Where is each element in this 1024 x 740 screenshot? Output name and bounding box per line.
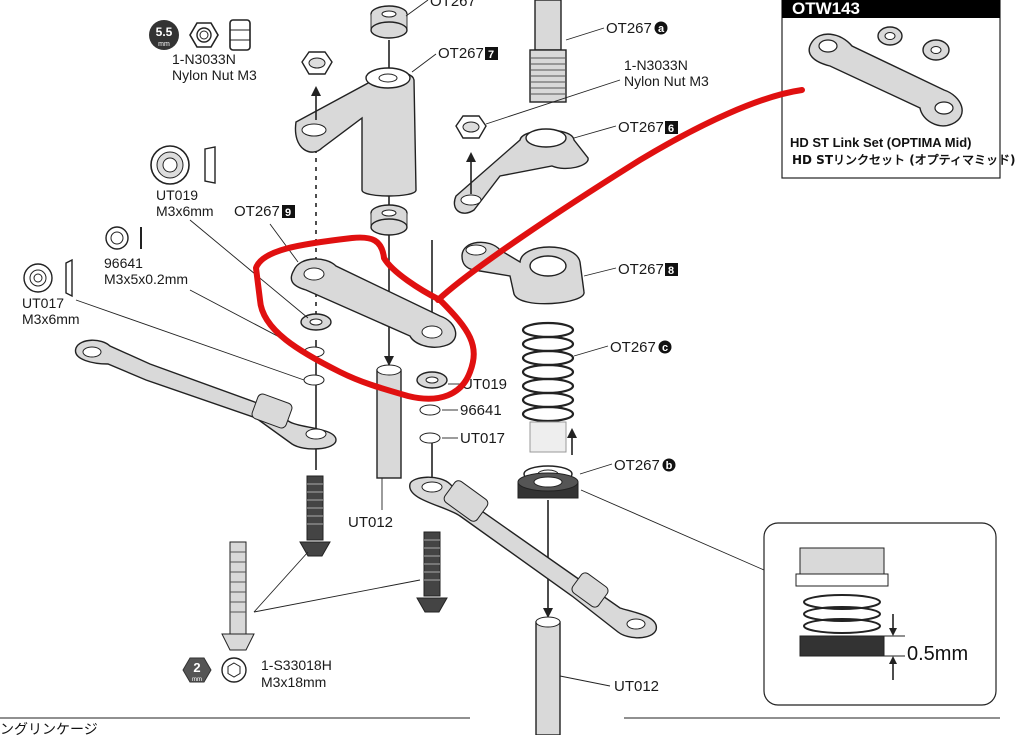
bellcrank-7 <box>294 67 417 197</box>
label-ut019-right: UT019 <box>462 376 507 393</box>
label-ot267-6: OT267 <box>618 119 664 136</box>
svg-text:a: a <box>658 23 665 35</box>
nut-wrench-icon: 5.5 mm <box>149 20 179 50</box>
screw-size: M3x18mm <box>261 674 326 690</box>
spacer-ut019-icon <box>150 145 216 185</box>
label-96641-right: 96641 <box>460 402 502 419</box>
nut-right-code: 1-N3033N <box>624 57 688 73</box>
label-ot267-c: OT267 <box>610 339 656 356</box>
red-highlight-annotation <box>253 87 805 402</box>
nut-left-code: 1-N3033N <box>172 51 236 67</box>
hex-nut-icon <box>189 19 251 51</box>
hex-key-icon: 2 mm <box>182 657 247 683</box>
product-name-ja: HD STリンクセット (オプティマミッド) <box>792 152 1015 167</box>
screw-right <box>416 531 448 613</box>
steering-mount-8 <box>461 241 585 305</box>
tie-rod-left <box>74 339 337 450</box>
label-ut012-bottom: UT012 <box>614 678 659 695</box>
badge-6 <box>665 121 678 134</box>
svg-text:9: 9 <box>285 207 291 219</box>
adjuster-nut-b <box>517 465 579 499</box>
svg-text:6: 6 <box>668 123 674 135</box>
label-ut017-right: UT017 <box>460 430 505 447</box>
svg-text:8: 8 <box>668 265 674 277</box>
inset-gap-label: 0.5mm <box>907 643 968 665</box>
link-bar-9 <box>290 258 457 348</box>
section-footer: ングリンケージ <box>0 717 1000 738</box>
ut019-left-size: M3x6mm <box>156 203 214 219</box>
svg-text:c: c <box>662 342 668 354</box>
ut019-left-code: UT019 <box>156 187 198 203</box>
label-ot267-top: OT267 <box>430 0 476 10</box>
product-link-image <box>808 26 963 127</box>
middle-spacer <box>370 204 408 236</box>
product-code: OTW143 <box>792 0 860 18</box>
label-ot267-9: OT267 <box>234 203 280 220</box>
label-ut012-mid: UT012 <box>348 514 393 531</box>
washer-96641-icon <box>105 226 142 250</box>
svg-text:2: 2 <box>193 660 200 675</box>
screw-left <box>299 475 331 557</box>
badge-7 <box>485 47 498 60</box>
svg-text:mm: mm <box>192 677 202 683</box>
label-ot267-a: OT267 <box>606 20 652 37</box>
center-post-ut012 <box>376 356 402 479</box>
nylon-nut-right <box>455 115 487 139</box>
badge-c <box>658 340 672 354</box>
svg-text:5.5: 5.5 <box>156 25 173 39</box>
threaded-body <box>529 421 567 453</box>
label-ot267-7: OT267 <box>438 45 484 62</box>
ut017-left-size: M3x6mm <box>22 311 80 327</box>
tie-rod-right <box>409 476 657 639</box>
spring-c <box>521 321 575 423</box>
product-name-en: HD ST Link Set (OPTIMA Mid) <box>790 135 972 150</box>
nut-right-name: Nylon Nut M3 <box>624 73 709 89</box>
w96641-left-code: 96641 <box>104 255 143 271</box>
bottom-post-ut012 <box>535 616 561 736</box>
badge-8 <box>665 263 678 276</box>
svg-text:7: 7 <box>488 49 494 61</box>
detail-inset: 0.5mm <box>580 489 997 706</box>
footer-heading: ングリンケージ <box>0 722 98 735</box>
badge-b <box>662 458 676 472</box>
callout-labels: OT267 OT267 a OT267 7 1-N3033N Nylon Nut… <box>75 0 709 695</box>
shock-shaft-a <box>529 0 567 103</box>
screw-code: 1-S33018H <box>261 657 332 673</box>
svg-text:mm: mm <box>158 41 170 48</box>
screw-sample <box>221 541 255 651</box>
svg-text:b: b <box>666 460 673 472</box>
washers-right-stack <box>416 371 448 444</box>
badge-a <box>654 21 668 35</box>
nylon-nut-left <box>301 51 333 75</box>
product-box: OTW143 HD ST Link Set (OPTIMA Mid) HD ST… <box>781 0 1015 179</box>
bellcrank-6 <box>453 128 589 214</box>
nut-left-name: Nylon Nut M3 <box>172 67 257 83</box>
top-spacer <box>370 5 408 39</box>
label-ot267-b: OT267 <box>614 457 660 474</box>
label-ot267-8: OT267 <box>618 261 664 278</box>
shim-ut017-icon <box>23 258 73 298</box>
w96641-left-size: M3x5x0.2mm <box>104 271 188 287</box>
badge-9 <box>282 205 295 218</box>
ut017-left-code: UT017 <box>22 295 64 311</box>
